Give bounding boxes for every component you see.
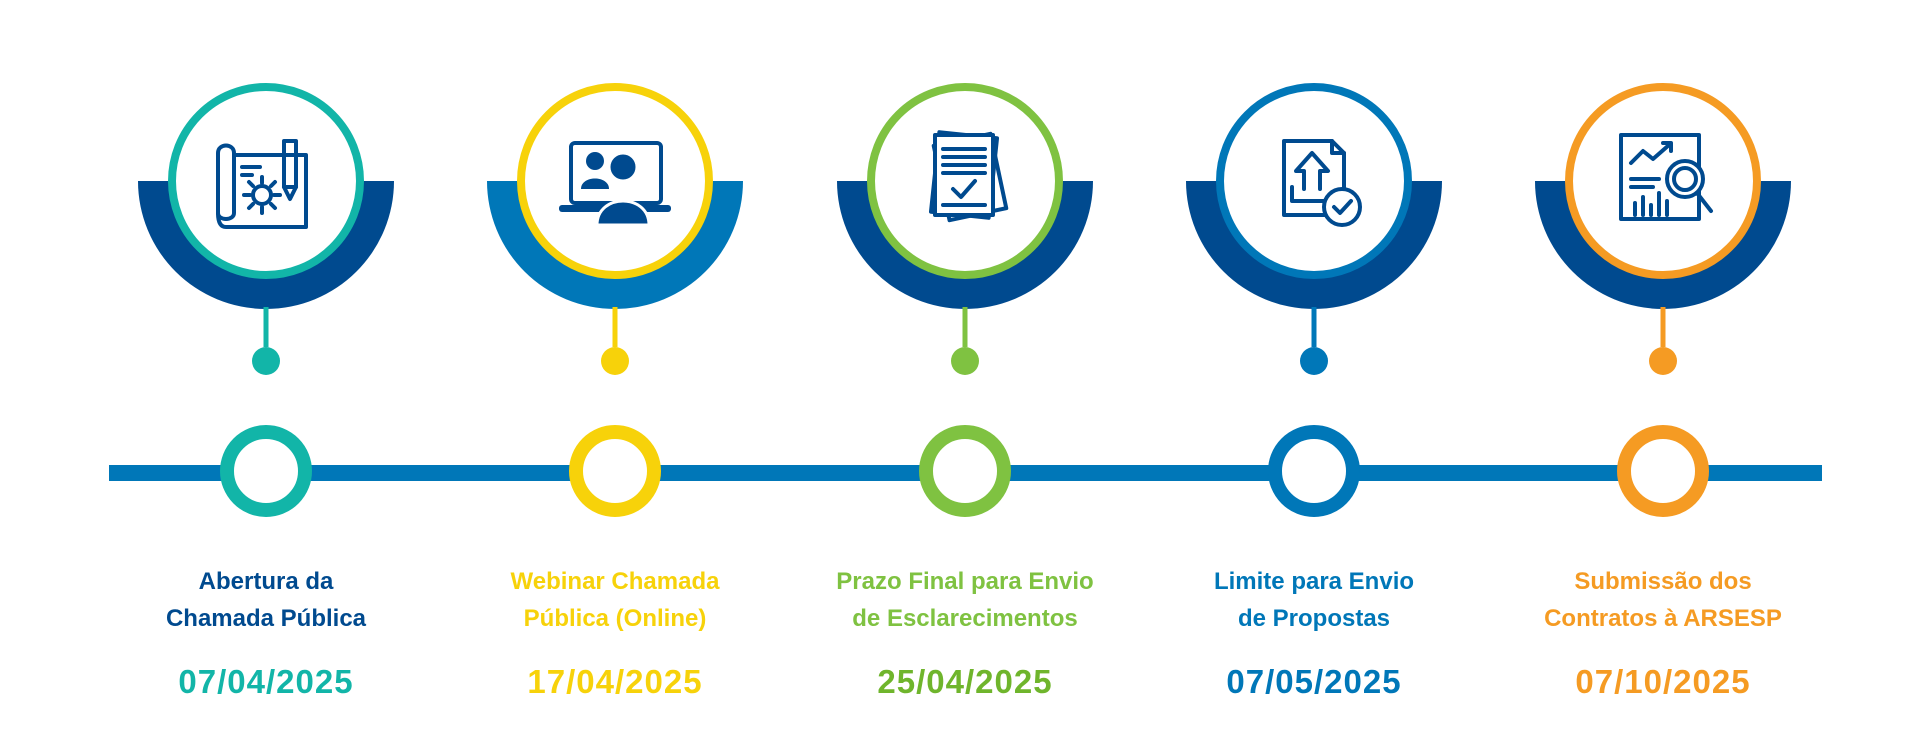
- blueprint-gear-icon: [216, 139, 308, 229]
- timeline-marker: [1268, 425, 1360, 517]
- timeline-marker: [919, 425, 1011, 517]
- step-title: Abertura da Chamada Pública: [165, 568, 367, 632]
- step-title: Webinar Chamada Pública (Online): [510, 568, 720, 632]
- laptop-webinar-icon: [559, 141, 671, 227]
- timeline-step-prazo-final: Prazo Final para Envio de Esclarecimento…: [815, 0, 1115, 751]
- step-medallion: [1535, 83, 1791, 375]
- document-upload-check-icon: [1282, 139, 1362, 227]
- timeline-step-abertura: Abertura da Chamada Pública 07/04/2025: [116, 0, 416, 751]
- step-medallion: [138, 83, 394, 375]
- step-title: Submissão dos Contratos à ARSESP: [1544, 568, 1782, 632]
- step-medallion: [487, 83, 743, 375]
- step-medallion: [837, 83, 1093, 375]
- report-analysis-icon: [1619, 133, 1713, 221]
- timeline-step-limite-propostas: Limite para Envio de Propostas 07/05/202…: [1164, 0, 1464, 751]
- step-date: 25/04/2025: [877, 663, 1053, 700]
- step-date: 07/04/2025: [178, 663, 354, 700]
- step-title: Prazo Final para Envio de Esclarecimento…: [836, 568, 1094, 632]
- timeline-step-webinar: Webinar Chamada Pública (Online) 17/04/2…: [465, 0, 765, 751]
- step-date: 07/05/2025: [1226, 663, 1402, 700]
- timeline-marker: [1617, 425, 1709, 517]
- document-check-icon: [928, 130, 1009, 223]
- step-date: 07/10/2025: [1575, 663, 1751, 700]
- step-date: 17/04/2025: [527, 663, 703, 700]
- timeline-marker: [220, 425, 312, 517]
- step-medallion: [1186, 83, 1442, 375]
- step-title: Limite para Envio de Propostas: [1213, 568, 1415, 632]
- timeline-step-submissao: Submissão dos Contratos à ARSESP 07/10/2…: [1513, 0, 1813, 751]
- timeline-marker: [569, 425, 661, 517]
